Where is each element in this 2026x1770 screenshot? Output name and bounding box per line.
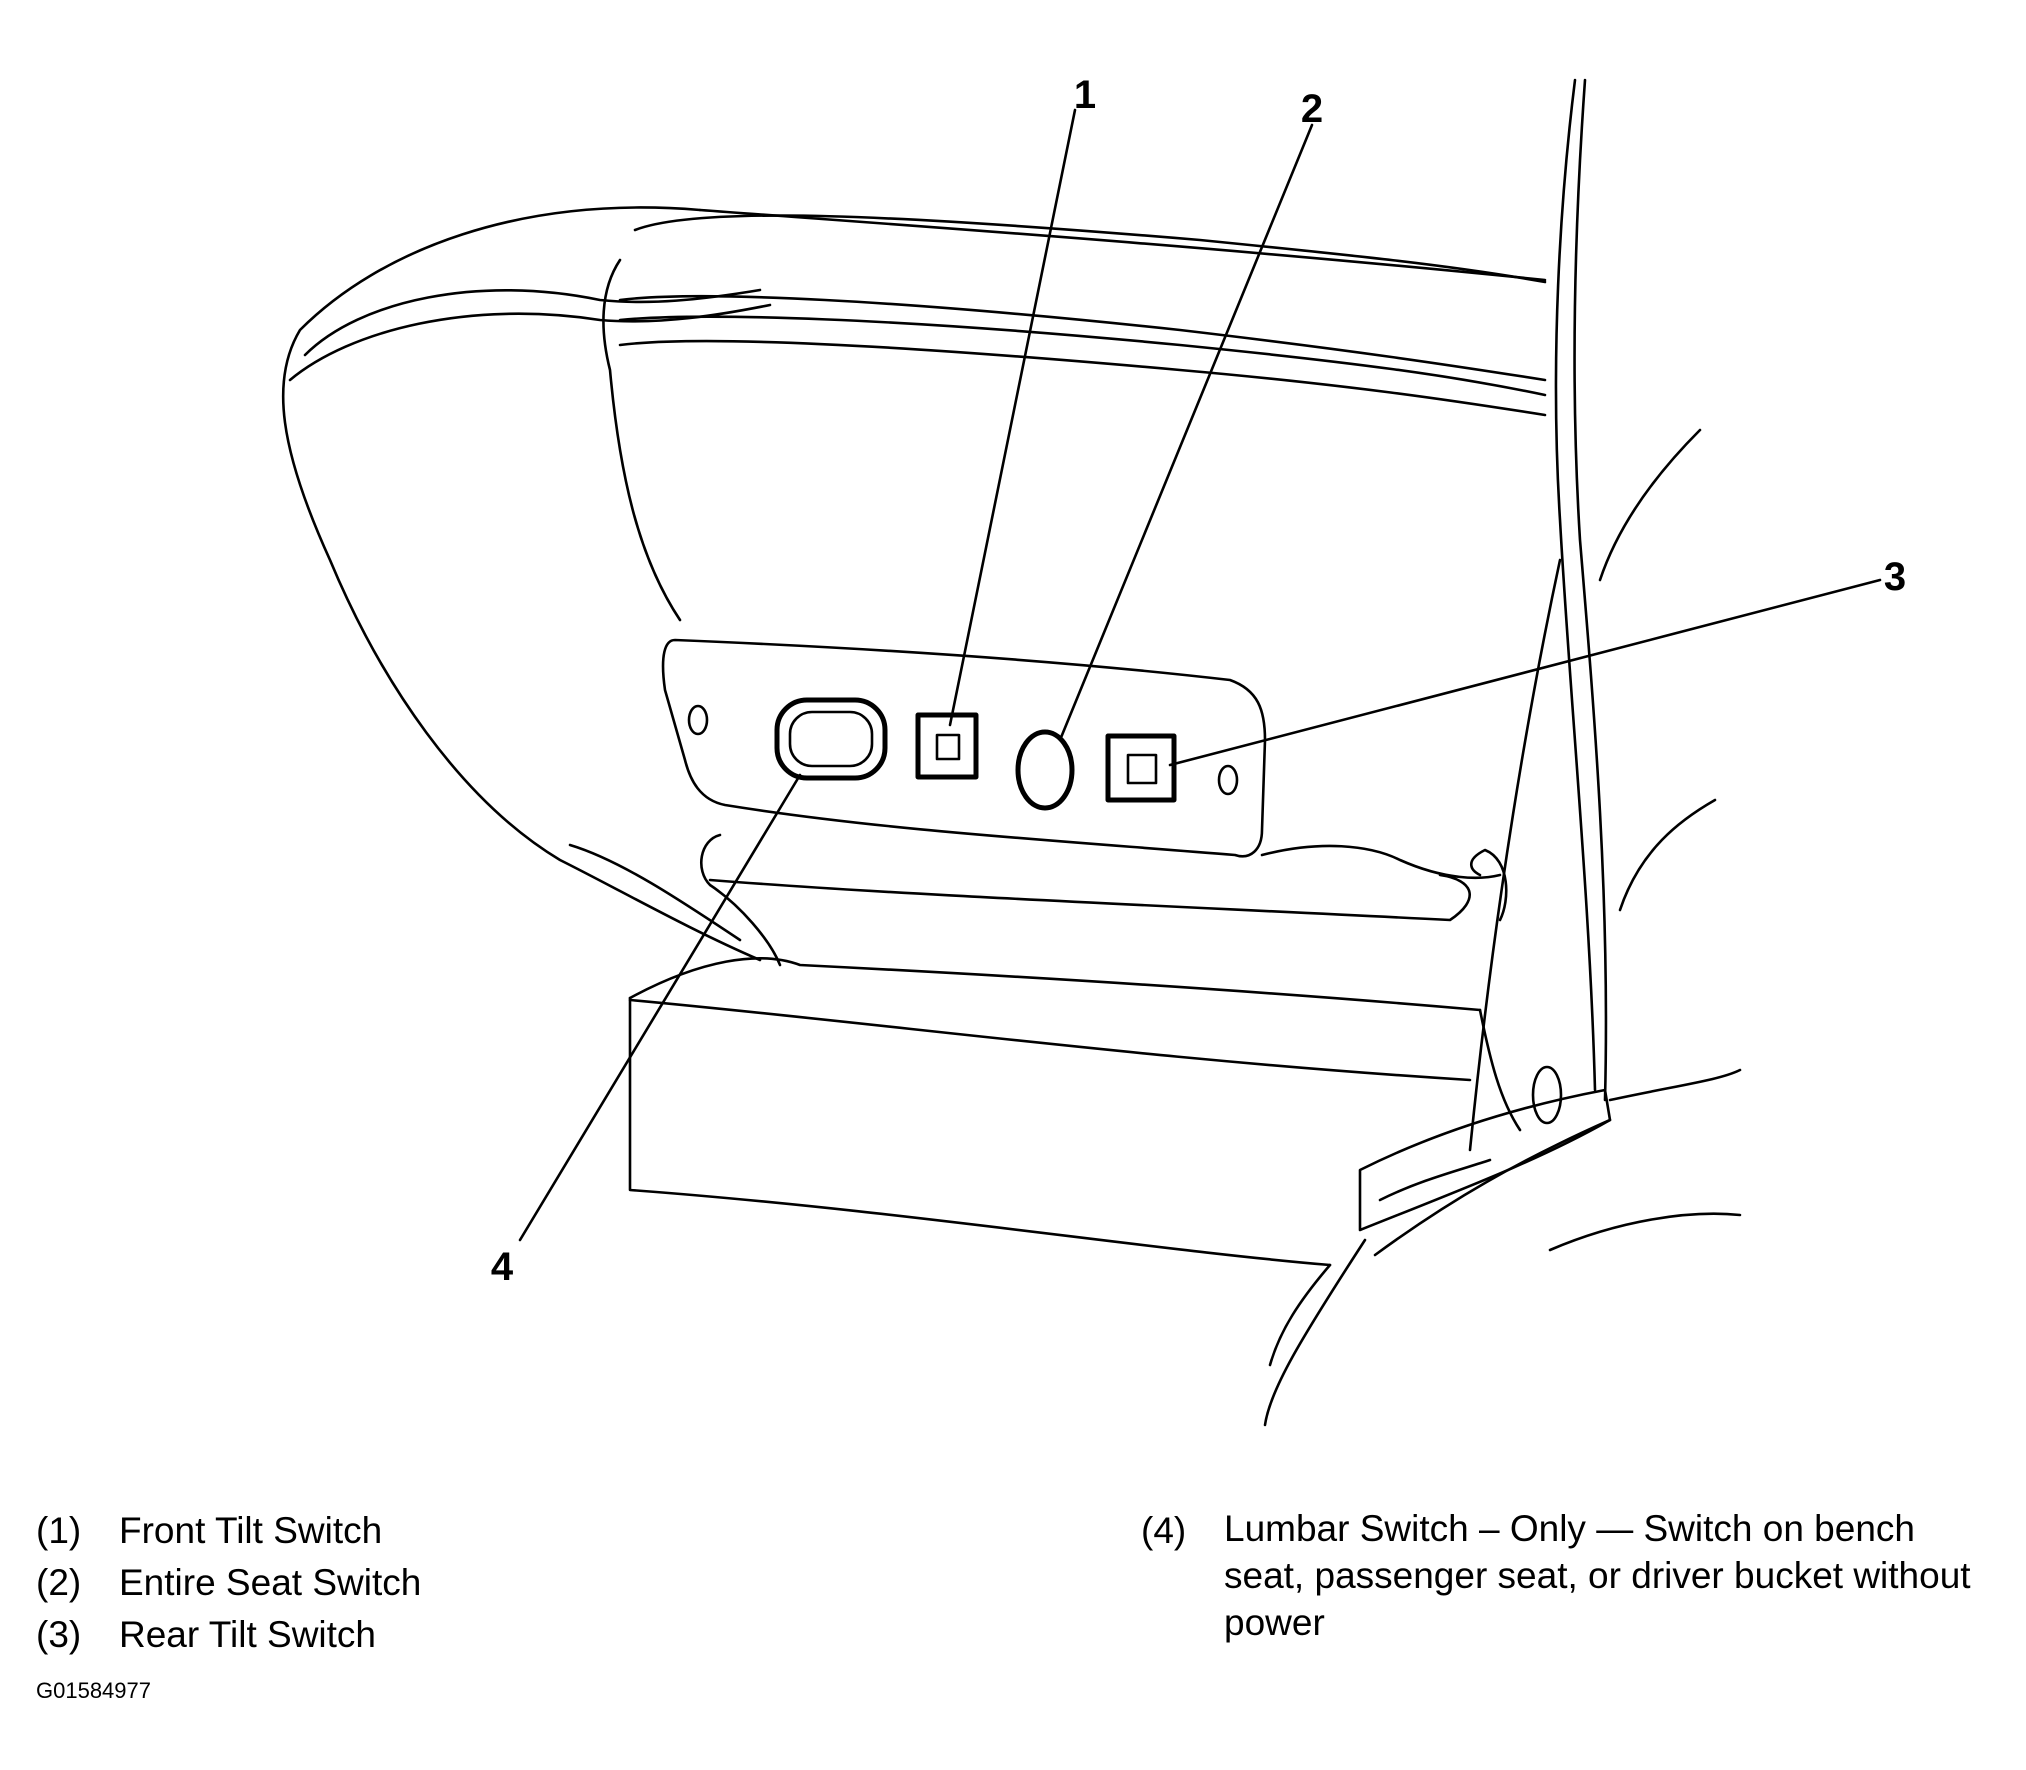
entire-seat-switch [1015, 729, 1075, 811]
leader-line-3 [1168, 578, 1882, 767]
legend-item: (2) Entire Seat Switch [36, 1557, 656, 1609]
callout-4: 4 [491, 1245, 514, 1289]
figure-id: G01584977 [36, 1678, 151, 1703]
seat-cushion-drawing [281, 206, 1547, 962]
legend-label: Entire Seat Switch [119, 1562, 422, 1603]
front-tilt-switch [915, 712, 979, 780]
legend-right: (4) Lumbar Switch – Only — Switch on ben… [1141, 1505, 2001, 1646]
leader-line-2 [1058, 123, 1314, 742]
legend-label: Front Tilt Switch [119, 1510, 383, 1551]
rear-tilt-switch [1105, 733, 1177, 803]
callout-1: 1 [1074, 73, 1096, 117]
legend-number: (4) [1141, 1510, 1187, 1551]
leader-line-1 [948, 108, 1077, 727]
switch-panel [661, 638, 1267, 858]
callout-2: 2 [1301, 87, 1323, 131]
legend-label: Lumbar Switch – Only — Switch on bench s… [1224, 1508, 1971, 1643]
legend-number: (1) [36, 1510, 82, 1551]
seat-drawing: 1 2 3 4 [281, 73, 1906, 1427]
seat-belt-buckle [1263, 78, 1742, 1427]
legend-item: (3) Rear Tilt Switch [36, 1609, 656, 1661]
lumbar-switch [774, 697, 888, 781]
legend-number: (2) [36, 1562, 82, 1603]
legend-item: (1) Front Tilt Switch [36, 1505, 656, 1557]
leader-lines [518, 108, 1882, 1242]
legend-number: (3) [36, 1614, 82, 1655]
seat-base-drawing [628, 833, 1508, 1367]
legend-left: (1) Front Tilt Switch (2) Entire Seat Sw… [36, 1505, 656, 1661]
callout-3: 3 [1884, 555, 1906, 599]
legend-item: (4) Lumbar Switch – Only — Switch on ben… [1141, 1505, 2001, 1646]
leader-line-4 [518, 773, 802, 1242]
legend-label: Rear Tilt Switch [119, 1614, 377, 1655]
